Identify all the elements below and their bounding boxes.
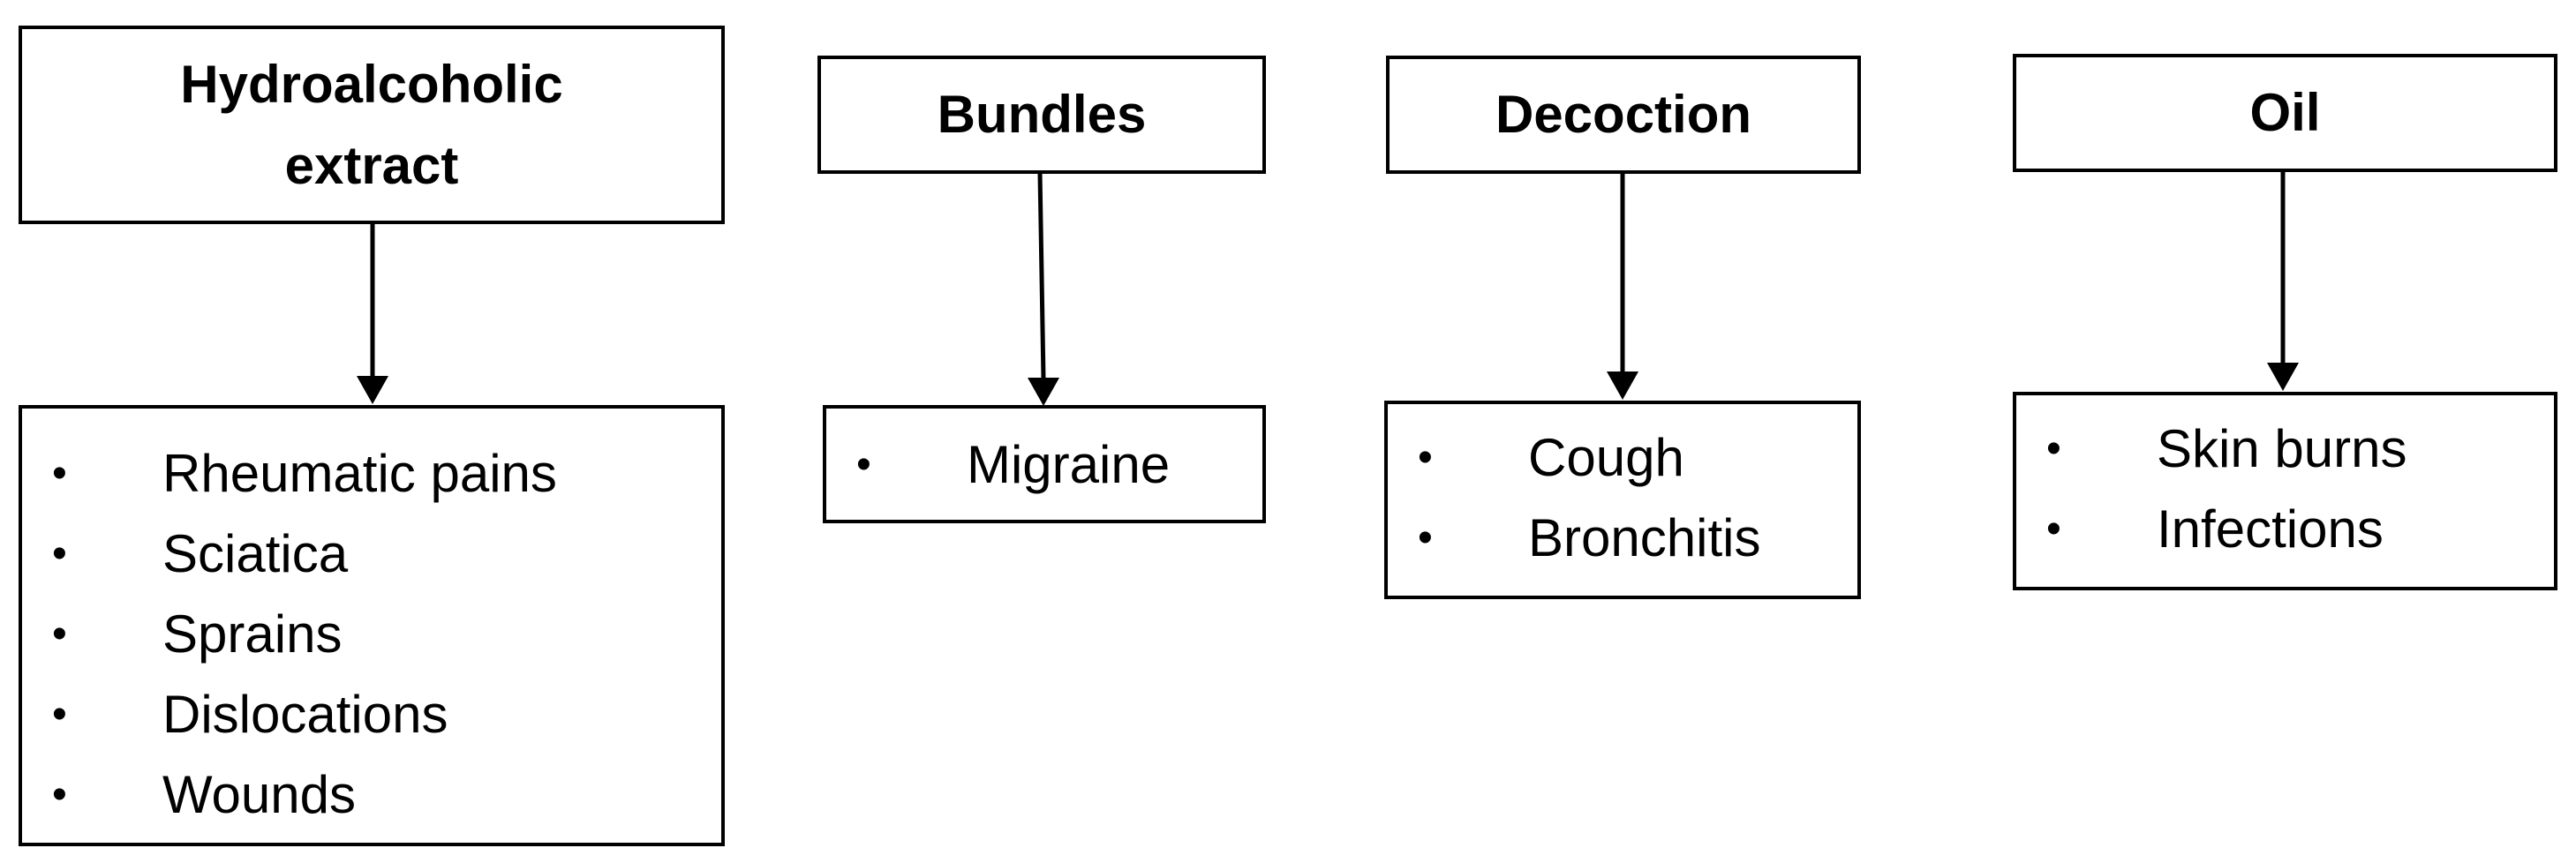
- uses-box-hydroalcoholic-extract: • Rheumatic pains • Sciatica • Sprains •…: [19, 405, 725, 846]
- list-item: • Sprains: [22, 594, 721, 674]
- use-label: Cough: [1528, 428, 1684, 487]
- use-label: Rheumatic pains: [162, 444, 557, 503]
- heading-box-decoction: Decoction: [1386, 56, 1861, 174]
- bullet-icon: •: [1418, 434, 1433, 481]
- use-label: Wounds: [162, 765, 357, 824]
- heading-decoction: Decoction: [1495, 85, 1752, 144]
- uses-box-oil: • Skin burns • Infections: [2013, 392, 2557, 590]
- bullet-icon: •: [52, 691, 67, 738]
- use-label: Bronchitis: [1528, 508, 1761, 567]
- use-label: Dislocations: [162, 685, 448, 744]
- arrow-decoction: [1607, 173, 1638, 400]
- list-item: • Sciatica: [22, 514, 721, 594]
- arrow-bundles: [1028, 172, 1059, 406]
- use-label: Sprains: [162, 604, 343, 664]
- bullet-icon: •: [52, 450, 67, 497]
- bullet-icon: •: [2046, 425, 2061, 472]
- use-label: Sciatica: [162, 524, 349, 583]
- list-item: • Wounds: [22, 754, 721, 835]
- list-item: • Skin burns: [2016, 409, 2554, 489]
- heading-bundles: Bundles: [937, 85, 1147, 144]
- list-item: • Cough: [1388, 417, 1857, 498]
- heading-oil: Oil: [2249, 83, 2321, 142]
- list-item: • Infections: [2016, 489, 2554, 569]
- arrow-hydroalcoholic: [357, 223, 388, 404]
- heading-box-hydroalcoholic-extract: Hydroalcoholic extract: [19, 26, 725, 224]
- list-item: • Dislocations: [22, 674, 721, 754]
- bullet-icon: •: [52, 611, 67, 657]
- heading-hydroalcoholic-extract: Hydroalcoholic extract: [180, 54, 563, 195]
- bullet-icon: •: [856, 441, 871, 488]
- arrow-oil: [2267, 170, 2299, 391]
- bullet-icon: •: [52, 771, 67, 818]
- list-item: • Rheumatic pains: [22, 433, 721, 514]
- bullet-icon: •: [52, 530, 67, 577]
- bullet-icon: •: [1418, 514, 1433, 561]
- uses-box-bundles: • Migraine: [823, 405, 1266, 523]
- heading-box-oil: Oil: [2013, 54, 2557, 172]
- use-label: Skin burns: [2157, 419, 2407, 478]
- heading-box-bundles: Bundles: [817, 56, 1266, 174]
- bullet-icon: •: [2046, 506, 2061, 552]
- uses-box-decoction: • Cough • Bronchitis: [1384, 401, 1861, 599]
- list-item: • Bronchitis: [1388, 498, 1857, 578]
- use-label: Infections: [2157, 499, 2384, 559]
- list-item: • Migraine: [826, 424, 1262, 505]
- use-label: Migraine: [967, 435, 1171, 494]
